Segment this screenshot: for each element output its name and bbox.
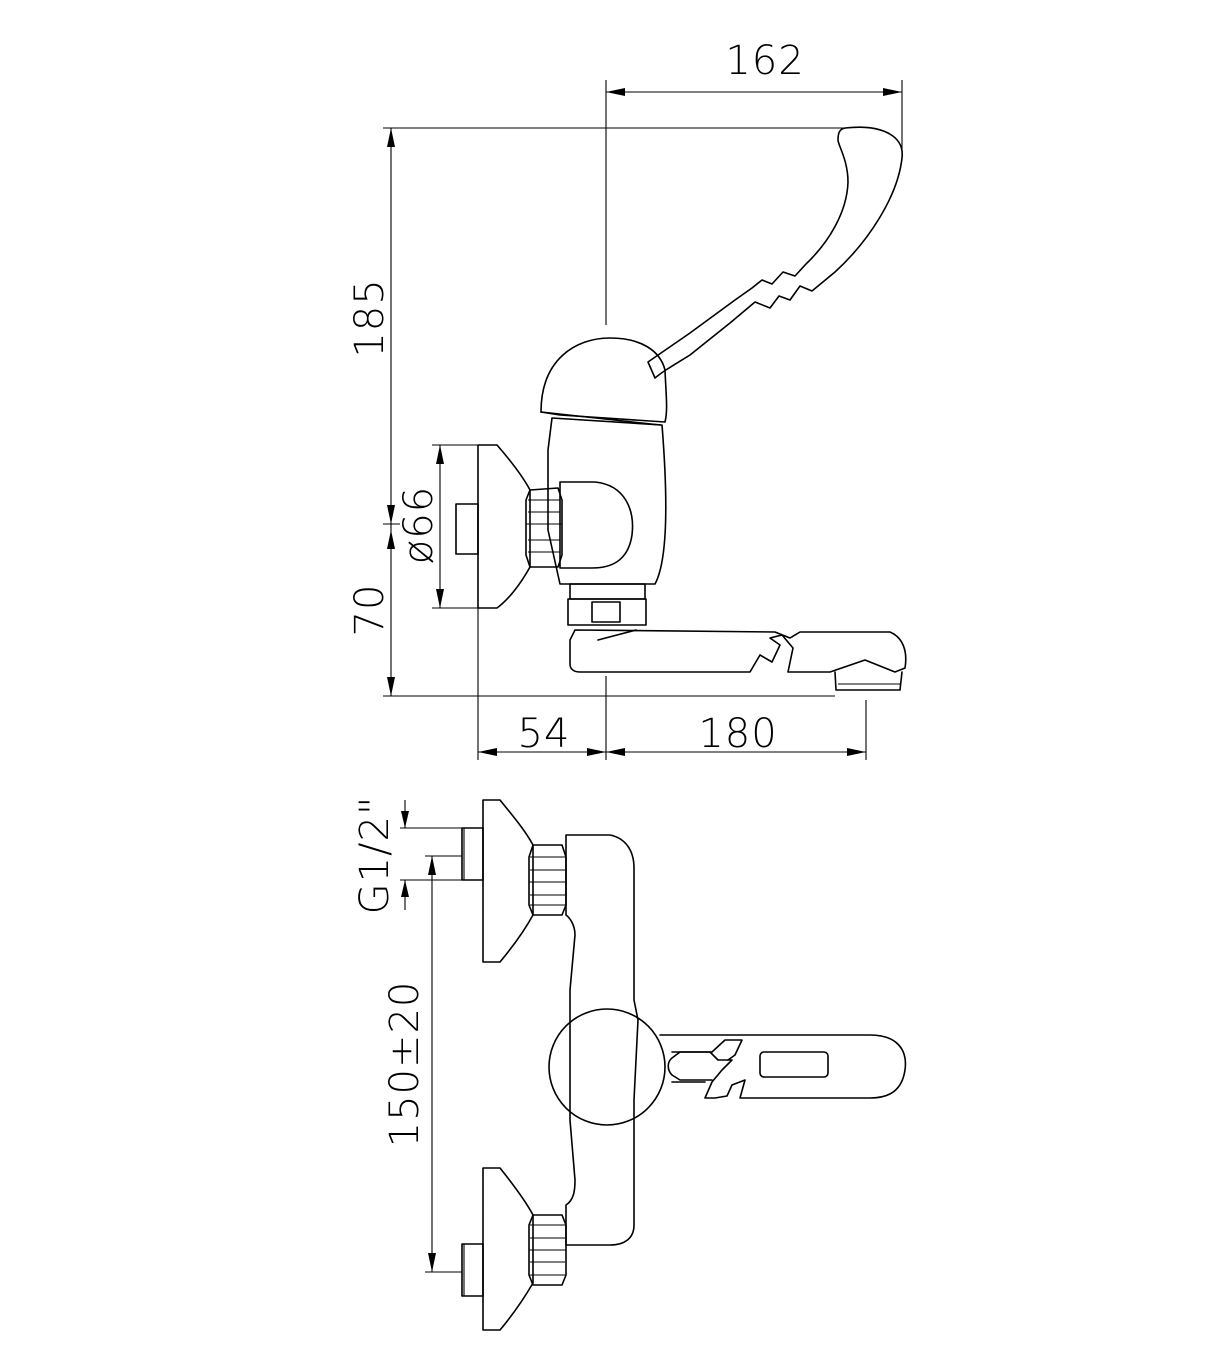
top-lever-slot [759,1051,829,1078]
top-lower-hex-nut [528,1214,567,1286]
dim-spout-reach: 180 [698,711,777,757]
top-mixer-body [565,834,639,1246]
side-lever-handle [647,126,903,379]
top-lever-cap [548,1008,666,1126]
top-lever-handle [659,1034,907,1099]
dim-top-width: 162 [725,38,804,84]
side-spout [569,629,907,673]
dim-wall-offset: 54 [518,711,571,757]
side-hex-nut [525,487,563,568]
dim-thread: G1/2" [352,796,398,915]
top-lower-connector [461,1243,484,1297]
dim-flange-diameter: ø66 [396,486,442,564]
top-upper-flange [482,799,534,963]
dim-total-height: 185 [347,278,393,357]
top-lower-flange [482,1167,534,1331]
top-upper-connector [461,827,484,881]
side-connector-square [455,503,479,555]
dim-spout-height: 70 [347,584,393,637]
side-wall-flange [477,444,531,609]
side-cartridge-knob [559,481,634,569]
side-lever-cap [540,337,668,423]
side-spout-collar [569,583,646,600]
dim-center-distance: 150±20 [382,981,428,1148]
top-view: G1/2" 150±20 [352,796,907,1331]
top-upper-hex-nut [528,844,567,916]
side-view: 162 185 70 ø66 54 180 [347,38,907,760]
side-mixer-body [547,417,667,585]
